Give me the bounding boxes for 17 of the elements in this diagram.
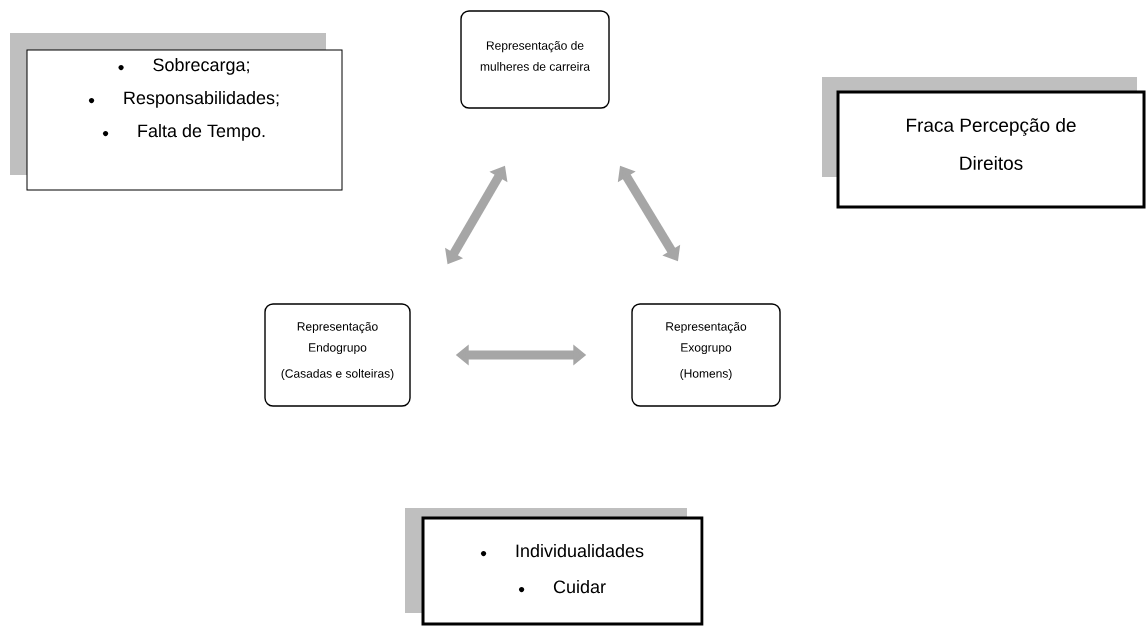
node-text: Cuidar [519,580,606,594]
shadowed-box [822,77,1146,209]
node-text: Fraca Percepção de Direitos [907,118,1076,170]
node-text: Sobrecarga; [118,58,249,75]
node-text: Representação Exogrupo [666,322,747,355]
node-text: Responsabilidades; [88,91,279,108]
node-text: Falta de Tempo. [102,124,265,141]
node-text: Representação Endogrupo [297,322,378,355]
node-text: Individualidades [480,544,644,558]
node-text: (Homens) [680,368,732,381]
shadowed-box [405,508,704,626]
rounded-box [460,10,610,109]
node-text: (Casadas e solteiras) [281,368,394,381]
shadowed-box [10,33,343,191]
rounded-box [631,303,781,407]
node-text: Representação de mulheres de carreira [480,41,590,71]
rounded-box [264,303,411,407]
